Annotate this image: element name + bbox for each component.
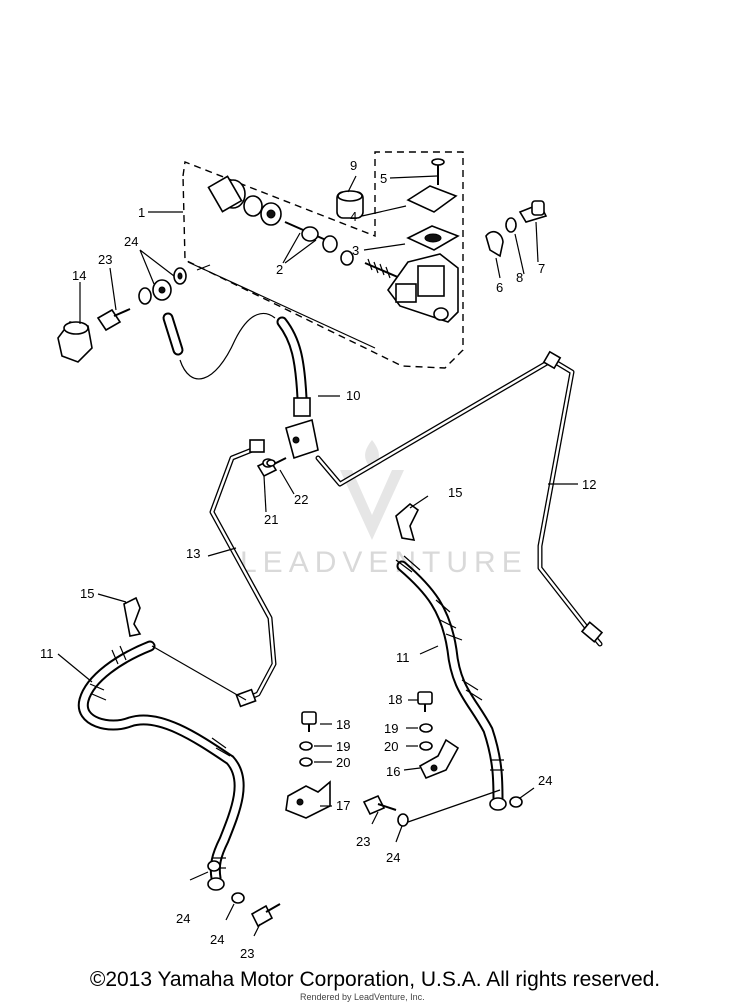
brake-joint [256,418,319,478]
callout-19-right: 19 [384,721,398,736]
callout-24-middle: 24 [386,850,400,865]
callout-leaders [57,175,578,937]
callout-18-right: 18 [388,692,402,707]
callout-16: 16 [386,764,400,779]
upper-brake-hose [162,312,311,417]
callout-11-left: 11 [40,646,54,661]
callout-15-left: 15 [80,586,94,601]
callout-12: 12 [582,477,596,492]
callout-5: 5 [380,171,387,186]
callout-20-right: 20 [384,739,398,754]
callout-24-bottom: 24 [210,932,224,947]
right-brake-hose [395,502,507,811]
watermark: LEADVENTURE [240,440,528,579]
rendered-by-credit: Rendered by LeadVenture, Inc. [300,992,425,1002]
callout-23-top: 23 [98,252,112,267]
callout-1: 1 [138,205,145,220]
master-cylinder-parts [187,158,548,349]
callout-10: 10 [346,388,360,403]
copyright-notice: ©2013 Yamaha Motor Corporation, U.S.A. A… [89,968,661,991]
callout-24-right: 24 [538,773,552,788]
left-brake-hose [77,596,247,891]
callout-3: 3 [352,243,359,258]
callout-6: 6 [496,280,503,295]
callout-19-left: 19 [336,739,350,754]
callout-18-left: 18 [336,717,350,732]
callout-14: 14 [72,268,86,283]
callout-2: 2 [276,262,283,277]
callout-20-left: 20 [336,755,350,770]
callout-9: 9 [350,158,357,173]
callout-23-bottom: 23 [240,946,254,961]
brake-pipe-12 [315,350,604,647]
callout-7: 7 [538,261,545,276]
watermark-text: LEADVENTURE [240,546,528,579]
callout-15-right: 15 [448,485,462,500]
callout-labels: 1 2 3 4 5 6 7 8 9 10 11 11 12 13 14 15 1… [40,158,596,961]
callout-22: 22 [294,492,308,507]
callout-8: 8 [516,270,523,285]
callout-24-bottom-left: 24 [176,911,190,926]
callout-21: 21 [264,512,278,527]
callout-11-right: 11 [396,650,410,665]
master-cylinder-banjo-fittings [57,267,187,363]
callout-17: 17 [336,798,350,813]
callout-24-top: 24 [124,234,138,249]
small-hardware [207,691,523,928]
callout-23-middle: 23 [356,834,370,849]
callout-13: 13 [186,546,200,561]
brake-pipe-13 [209,439,277,708]
callout-4: 4 [350,209,357,224]
